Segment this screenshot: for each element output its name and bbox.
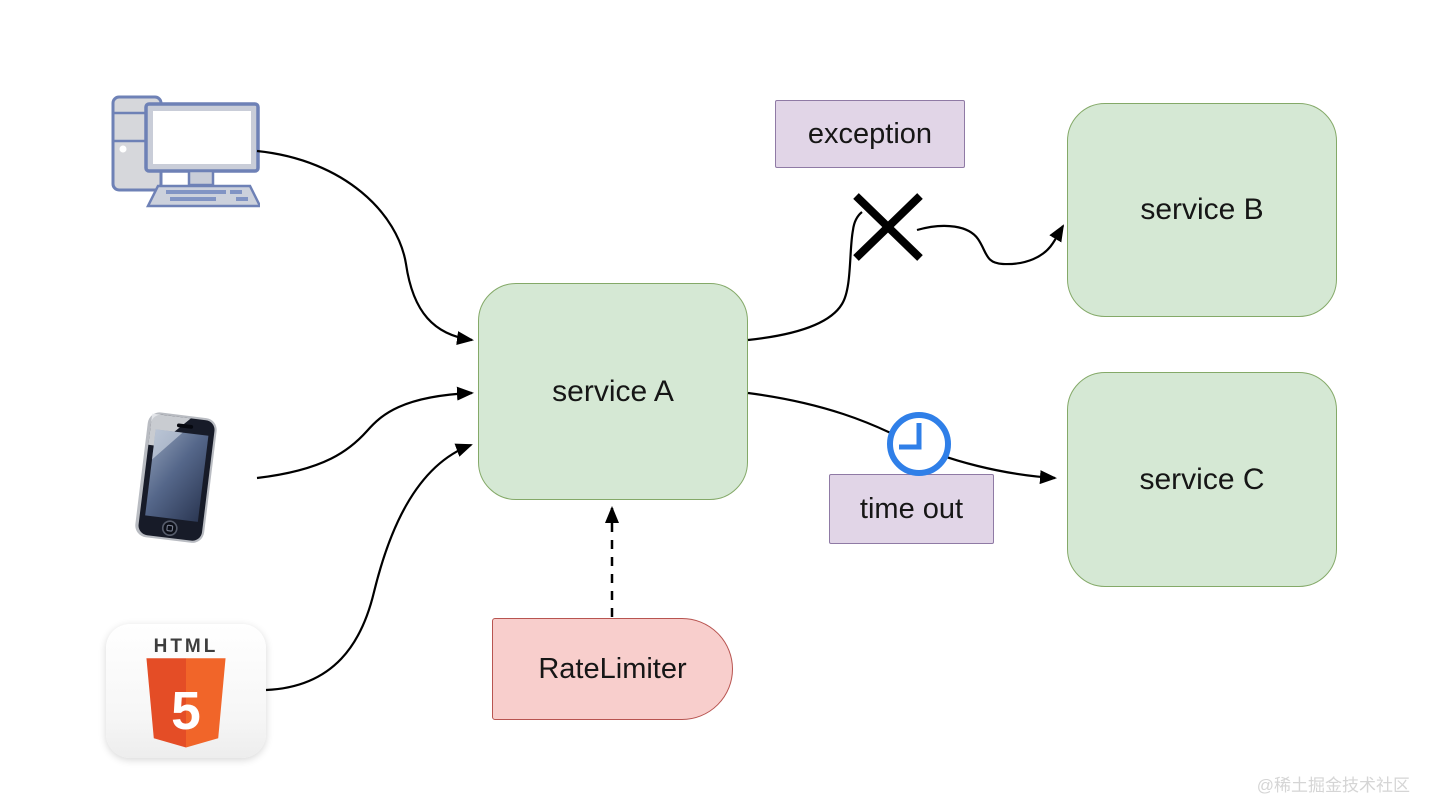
annotation-timeout-label: time out (859, 492, 964, 525)
annotation-timeout[interactable]: time out (829, 474, 994, 544)
edge-desktop-to-service-a (256, 149, 474, 345)
node-rate-limiter-label: RateLimiter (538, 652, 687, 685)
node-service-a-label: service A (552, 374, 674, 408)
edge-html5-to-service-a (265, 443, 473, 692)
clock-icon (887, 412, 951, 476)
watermark: @稀土掘金技术社区 (1256, 776, 1410, 795)
smartphone-icon (126, 409, 229, 549)
edge-x-to-service-b (916, 224, 1065, 266)
node-rate-limiter[interactable]: RateLimiter (492, 618, 733, 720)
desktop-computer-icon (110, 88, 263, 210)
annotation-exception[interactable]: exception (775, 100, 965, 168)
failure-x-icon (853, 193, 923, 261)
html5-icon: HTML 5 (106, 624, 266, 758)
edge-phone-to-service-a (256, 386, 474, 480)
smartphone-graphic (135, 412, 217, 543)
node-service-b[interactable]: service B (1067, 103, 1337, 317)
html5-icon-title: HTML (153, 636, 219, 657)
edge-service-a-to-service-c (747, 391, 1057, 485)
edge-service-a-to-x (747, 211, 863, 342)
node-service-c-label: service C (1139, 462, 1265, 496)
node-service-c[interactable]: service C (1067, 372, 1337, 587)
html5-number: 5 (171, 682, 201, 741)
node-service-b-label: service B (1140, 193, 1264, 226)
desktop-computer-graphic (111, 95, 263, 208)
node-service-a[interactable]: service A (478, 283, 748, 500)
annotation-exception-label: exception (807, 117, 933, 150)
html5-shield-graphic: 5 (146, 658, 226, 748)
